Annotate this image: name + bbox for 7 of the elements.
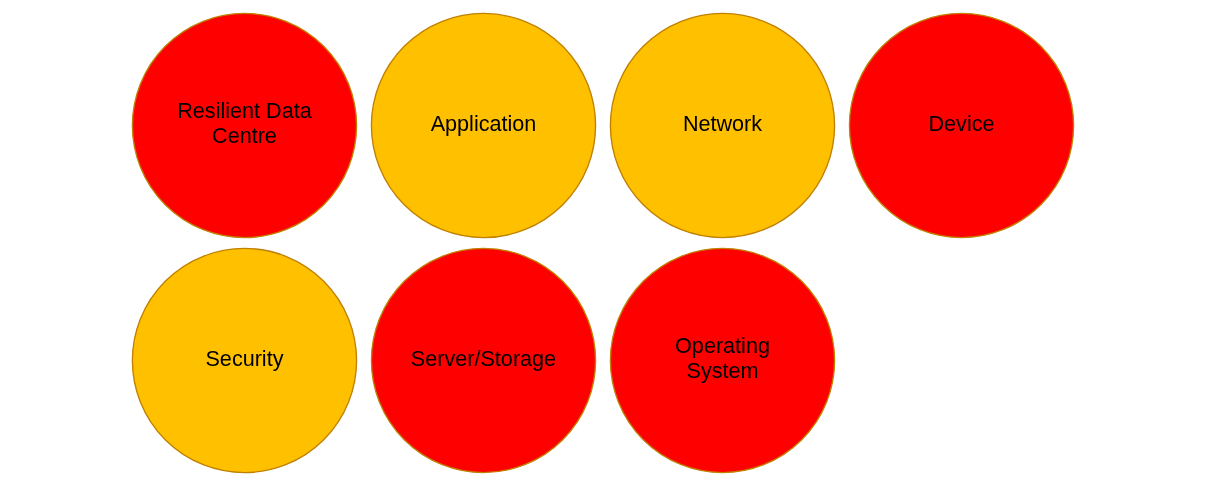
node-circle: Device [848,12,1074,239]
node-circle: Network [609,12,835,239]
node-circle: Resilient Data Centre [131,12,357,239]
node-circle: Operating System [609,247,835,474]
node-circle: Server/Storage [370,247,596,474]
node-circle: Security [131,247,357,474]
node-circle: Application [370,12,596,239]
